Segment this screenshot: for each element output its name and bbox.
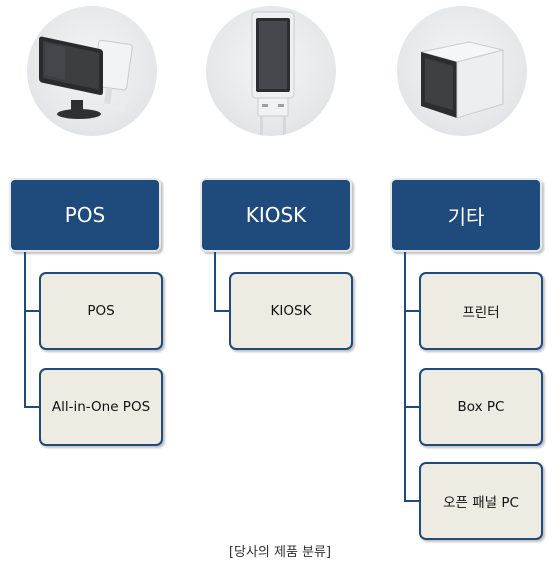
printer-icon [420, 41, 504, 119]
connector-vertical [24, 252, 26, 407]
connector-vertical [404, 252, 406, 502]
pos-product-photo [27, 6, 157, 136]
figure-caption: [당사의 제품 분류] [228, 545, 332, 560]
product-item-printer: 프린터 [419, 272, 543, 350]
connector-branch [24, 406, 40, 408]
category-header-kiosk: KIOSK [200, 178, 352, 252]
connector-branch [24, 310, 40, 312]
connector-branch [214, 310, 230, 312]
connector-branch [404, 500, 420, 502]
category-header-pos: POS [9, 178, 161, 252]
product-item-kiosk: KIOSK [229, 272, 353, 350]
pos-terminal-icon [39, 36, 133, 119]
kiosk-icon [251, 11, 295, 136]
printer-product-photo [397, 6, 527, 136]
kiosk-product-photo [206, 6, 336, 136]
product-item-box-pc: Box PC [419, 368, 543, 446]
product-item-all-in-one-pos: All-in-One POS [39, 368, 163, 446]
product-item-open-panel-pc: 오픈 패널 PC [419, 462, 543, 540]
connector-branch [404, 310, 420, 312]
connector-branch [404, 406, 420, 408]
connector-vertical [214, 252, 216, 312]
product-item-pos: POS [39, 272, 163, 350]
category-header-other: 기타 [390, 178, 542, 252]
